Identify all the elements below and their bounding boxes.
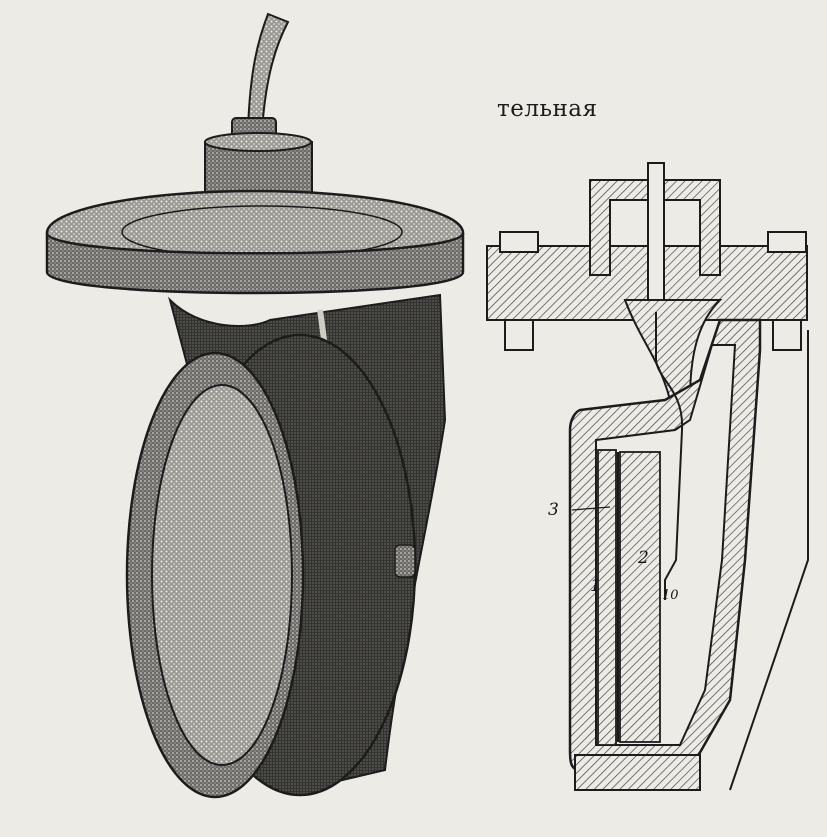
- lead-wire: [655, 312, 684, 600]
- bolt-head-left: [499, 231, 539, 253]
- leader-3: [571, 506, 611, 511]
- bolt-nut-left: [504, 319, 534, 351]
- external-conductor: [729, 330, 809, 791]
- element-2: [619, 451, 661, 743]
- radiating-face: [151, 384, 293, 766]
- lead-tube: [647, 162, 665, 314]
- bottom-cap: [574, 754, 701, 791]
- transducer-exterior-illustration: [45, 12, 465, 799]
- callout-1: 1: [590, 576, 601, 596]
- callout-2: 2: [638, 548, 649, 568]
- bolt-head-right: [767, 231, 807, 253]
- callout-10: 10: [662, 588, 679, 603]
- bolt-nut-right: [772, 319, 802, 351]
- flange-rim: [45, 232, 465, 295]
- side-boss: [394, 544, 416, 578]
- callout-3: 3: [548, 500, 559, 520]
- cable: [246, 12, 290, 131]
- element-1: [597, 449, 617, 746]
- transducer-cross-section: [486, 162, 809, 791]
- caption-fragment: тельная: [497, 96, 598, 122]
